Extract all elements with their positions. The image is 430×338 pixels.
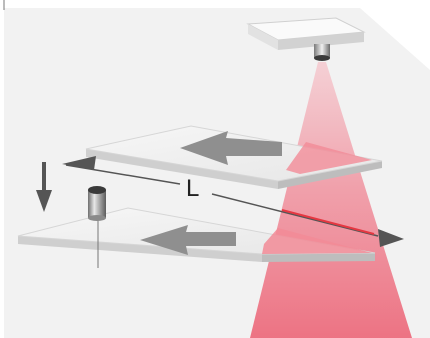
dimension-label-l: L [186, 175, 199, 202]
